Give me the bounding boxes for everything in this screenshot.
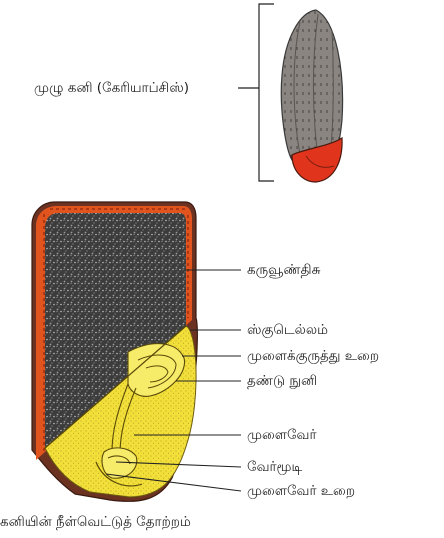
label-endosperm: கருவூண்திசு: [247, 262, 320, 278]
whole-fruit-label: முழு கனி (கேரியாப்சிஸ்): [34, 80, 189, 96]
label-root-cap: வேர்மூடி: [247, 459, 302, 475]
label-radicle: முளைவேர்: [247, 427, 317, 443]
label-coleoptile: முளைக்குருத்து உறை: [247, 348, 379, 364]
whole-fruit-bracket: [238, 4, 274, 181]
label-scutellum: ஸ்குடெல்லம்: [247, 322, 328, 338]
label-shoot-tip: தண்டு நுனி: [247, 373, 317, 389]
section-caption: கனியின் நீள்வெட்டுத் தோற்றம்: [0, 514, 191, 530]
grain-section-illustration: [32, 202, 197, 501]
label-coleorhiza: முளைவேர் உறை: [247, 483, 355, 499]
whole-fruit-illustration: [281, 10, 342, 182]
